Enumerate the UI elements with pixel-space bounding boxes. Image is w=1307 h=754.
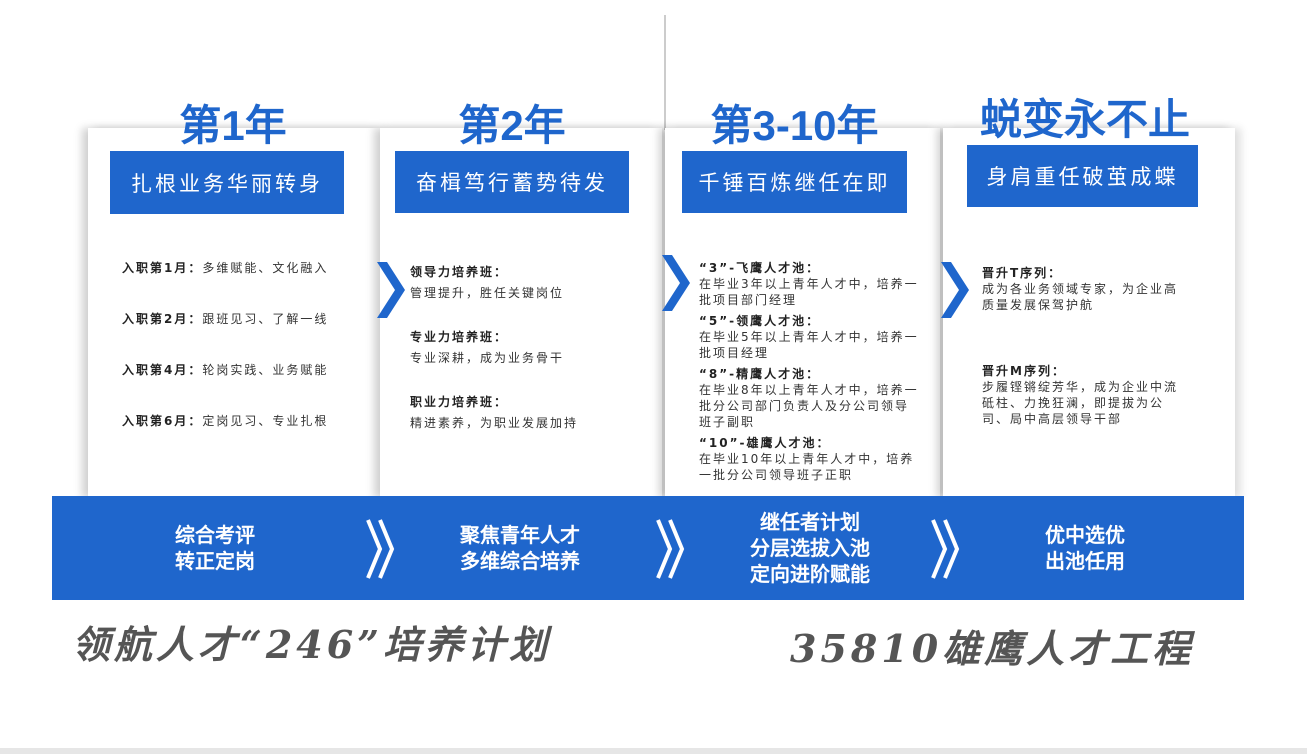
list-item: 专业力培养班：专业深耕，成为业务骨干: [410, 330, 565, 365]
column-subtitle-box: 扎根业务华丽转身: [110, 151, 344, 214]
footer-left-title: 领航人才“246”培养计划: [72, 622, 552, 667]
list-item: “8”-精鹰人才池：在毕业8年以上青年人才中，培养一批分公司部门负责人及分公司领…: [699, 367, 919, 429]
chevron-right-icon: [941, 262, 969, 318]
list-item: 职业力培养班：精进素养，为职业发展加持: [410, 395, 579, 430]
footer-right-title: 35810雄鹰人才工程: [790, 626, 1195, 671]
double-chevron-icon: [656, 519, 685, 579]
divider: [664, 15, 666, 130]
divider: [0, 748, 1307, 754]
list-item: 入职第2月：跟班见习、了解一线: [122, 312, 329, 326]
list-item: “10”-雄鹰人才池：在毕业10年以上青年人才中，培养一批分公司领导班子正职: [699, 436, 915, 482]
list-item: 领导力培养班：管理提升，胜任关键岗位: [410, 265, 565, 300]
band-item: 聚焦青年人才多维综合培养: [460, 523, 580, 573]
column1-list: 入职第1月：多维赋能、文化融入 入职第2月：跟班见习、了解一线 入职第4月：轮岗…: [122, 260, 344, 464]
list-item: 晋升M序列：步履铿锵绽芳华，成为企业中流砥柱、力挽狂澜，即提拔为公司、局中高层领…: [982, 364, 1179, 426]
band-item: 继任者计划分层选拔入池定向进阶赋能: [750, 510, 870, 586]
chevron-right-icon: [662, 255, 690, 311]
list-item: “5”-领鹰人才池：在毕业5年以上青年人才中，培养一批项目经理: [699, 314, 919, 360]
double-chevron-icon: [931, 519, 960, 579]
column4-list: 晋升T序列：成为各业务领域专家，为企业高质量发展保驾护航 晋升M序列：步履铿锵绽…: [982, 265, 1187, 427]
column-title: 第3-10年: [710, 102, 879, 149]
column-title: 第2年: [458, 102, 566, 149]
double-chevron-icon: [366, 519, 395, 579]
list-item: 入职第4月：轮岗实践、业务赋能: [122, 363, 329, 377]
column-subtitle-box: 身肩重任破茧成蝶: [967, 145, 1198, 207]
column-subtitle-box: 千锤百炼继任在即: [682, 151, 907, 213]
list-item: “3”-飞鹰人才池：在毕业3年以上青年人才中，培养一批项目部门经理: [699, 261, 919, 307]
list-item: 入职第6月：定岗见习、专业扎根: [122, 414, 329, 428]
column3-list: “3”-飞鹰人才池：在毕业3年以上青年人才中，培养一批项目部门经理 “5”-领鹰…: [699, 260, 921, 488]
column-title: 蜕变永不止: [979, 96, 1190, 143]
chevron-right-icon: [377, 262, 405, 318]
list-item: 晋升T序列：成为各业务领域专家，为企业高质量发展保驾护航: [982, 266, 1179, 312]
column-subtitle-box: 奋楫笃行蓄势待发: [395, 151, 629, 213]
band-item: 综合考评转正定岗: [175, 523, 255, 573]
list-item: 入职第1月：多维赋能、文化融入: [122, 261, 329, 275]
column2-list: 领导力培养班：管理提升，胜任关键岗位 专业力培养班：专业深耕，成为业务骨干 职业…: [410, 262, 650, 434]
band-item: 优中选优出池任用: [1045, 523, 1125, 573]
column-title: 第1年: [179, 102, 287, 149]
summary-band: [52, 496, 1244, 600]
